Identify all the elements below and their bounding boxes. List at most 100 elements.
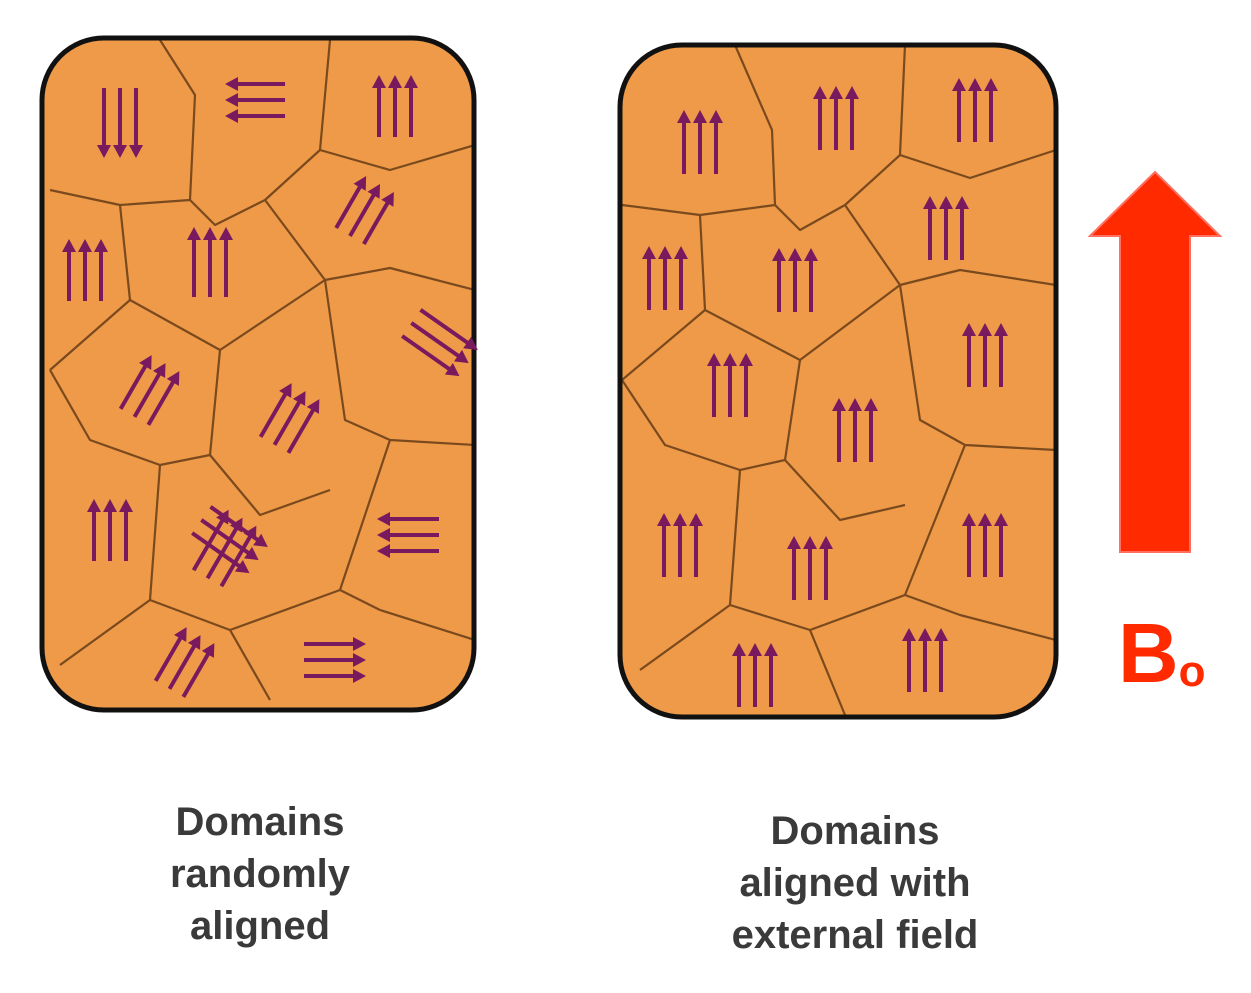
right-domain-2-moment-arrows — [813, 86, 859, 150]
moment-arrow-head — [166, 371, 180, 386]
moment-arrow-head — [381, 192, 394, 207]
moment-arrow-head — [829, 86, 843, 99]
left-panel-fill — [42, 38, 474, 710]
caption-aligned: Domains aligned with external field — [680, 805, 1030, 961]
moment-arrow-head — [978, 513, 992, 526]
moment-arrow-head — [234, 559, 250, 574]
moment-arrow-head — [845, 86, 859, 99]
moment-arrow-head — [994, 323, 1008, 336]
left-domain-1-moment-arrows — [97, 88, 143, 158]
field-label-subscript: o — [1178, 647, 1206, 696]
moment-arrow-shaft — [401, 334, 455, 374]
left-domain-8-moment-arrows — [118, 355, 180, 426]
moment-arrow-head — [994, 513, 1008, 526]
aligned-domains-panel — [617, 42, 1059, 720]
moment-arrow-head — [902, 628, 916, 641]
moment-arrow-shaft — [419, 308, 473, 348]
right-domain-boundaries — [621, 45, 1056, 716]
right-domain-14-moment-arrows — [902, 628, 948, 692]
moment-arrow-shaft — [153, 633, 185, 682]
moment-arrow-head — [201, 643, 215, 658]
moment-arrow-shaft — [146, 377, 178, 426]
moment-arrow-head — [952, 78, 966, 91]
moment-arrow-head — [78, 239, 92, 252]
moment-arrow-head — [219, 227, 233, 240]
moment-arrow-head — [657, 513, 671, 526]
left-domain-13-moment-arrows — [191, 505, 268, 574]
external-field-arrow — [1087, 170, 1223, 553]
moment-arrow-head — [353, 669, 366, 683]
moment-arrow-head — [968, 78, 982, 91]
left-domain-6-moment-arrows — [334, 176, 394, 245]
moment-arrow-head — [388, 75, 402, 88]
moment-arrow-head — [813, 86, 827, 99]
moment-arrow-head — [152, 363, 166, 378]
moment-arrow-head — [764, 643, 778, 656]
caption-random-line-1: Domains — [175, 800, 345, 844]
moment-arrow-shaft — [205, 523, 241, 580]
moment-arrow-head — [367, 184, 380, 199]
moment-arrow-head — [87, 499, 101, 512]
moment-arrow-head — [803, 536, 817, 549]
moment-arrow-head — [674, 246, 688, 259]
moment-arrow-head — [658, 246, 672, 259]
moment-arrow-head — [918, 628, 932, 641]
left-domain-15-moment-arrows — [304, 637, 366, 683]
moment-arrow-head — [279, 383, 292, 398]
moment-arrow-head — [62, 239, 76, 252]
left-domain-9-moment-arrows — [258, 383, 320, 454]
moment-arrow-head — [129, 145, 143, 158]
moment-arrow-head — [723, 353, 737, 366]
moment-arrow-head — [187, 635, 201, 650]
right-domain-6-moment-arrows — [772, 248, 818, 312]
moment-arrow-head — [864, 398, 878, 411]
left-domain-10-moment-arrows — [87, 499, 133, 561]
left-domain-boundaries — [49, 39, 474, 701]
moment-arrow-shaft — [272, 397, 304, 446]
moment-arrow-head — [306, 399, 320, 414]
moment-arrow-shaft — [286, 405, 318, 454]
moment-arrow-head — [748, 643, 762, 656]
left-domain-4-moment-arrows — [62, 239, 108, 301]
moment-arrow-head — [689, 513, 703, 526]
moment-arrow-shaft — [167, 641, 199, 690]
caption-random: Domains randomly aligned — [95, 796, 425, 952]
moment-arrow-shaft — [132, 369, 164, 418]
moment-arrow-head — [187, 227, 201, 240]
moment-arrow-head — [174, 627, 187, 642]
moment-arrow-head — [739, 353, 753, 366]
right-domain-9-moment-arrows — [832, 398, 878, 462]
caption-random-line-3: aligned — [189, 904, 331, 948]
right-domain-7-moment-arrows — [962, 323, 1008, 387]
moment-arrow-head — [103, 499, 117, 512]
moment-arrow-head — [353, 176, 367, 191]
moment-arrow-head — [962, 323, 976, 336]
left-domain-7-moment-arrows — [401, 308, 478, 377]
moment-arrow-head — [139, 355, 152, 370]
moment-arrow-head — [832, 398, 846, 411]
right-domain-12-moment-arrows — [962, 513, 1008, 577]
moment-arrow-shaft — [191, 531, 245, 571]
moment-arrow-shaft — [348, 189, 378, 237]
right-domain-4-moment-arrows — [923, 196, 969, 260]
moment-arrow-head — [709, 110, 723, 123]
moment-arrow-head — [984, 78, 998, 91]
right-panel-frame — [617, 42, 1059, 720]
right-domain-3-moment-arrows — [952, 78, 998, 142]
moment-arrow-head — [253, 533, 268, 547]
moment-arrow-head — [673, 513, 687, 526]
moment-arrow-head — [377, 528, 390, 542]
right-domain-8-moment-arrows — [707, 353, 753, 417]
moment-arrow-head — [203, 227, 217, 240]
moment-arrow-head — [404, 75, 418, 88]
moment-arrow-head — [372, 75, 386, 88]
moment-arrow-head — [292, 391, 306, 406]
moment-arrow-head — [353, 637, 366, 651]
right-domain-1-moment-arrows — [677, 110, 723, 174]
moment-arrow-head — [787, 536, 801, 549]
moment-arrow-head — [377, 512, 390, 526]
right-domain-10-moment-arrows — [657, 513, 703, 577]
moment-arrow-head — [772, 248, 786, 261]
left-domain-2-moment-arrows — [225, 77, 285, 123]
